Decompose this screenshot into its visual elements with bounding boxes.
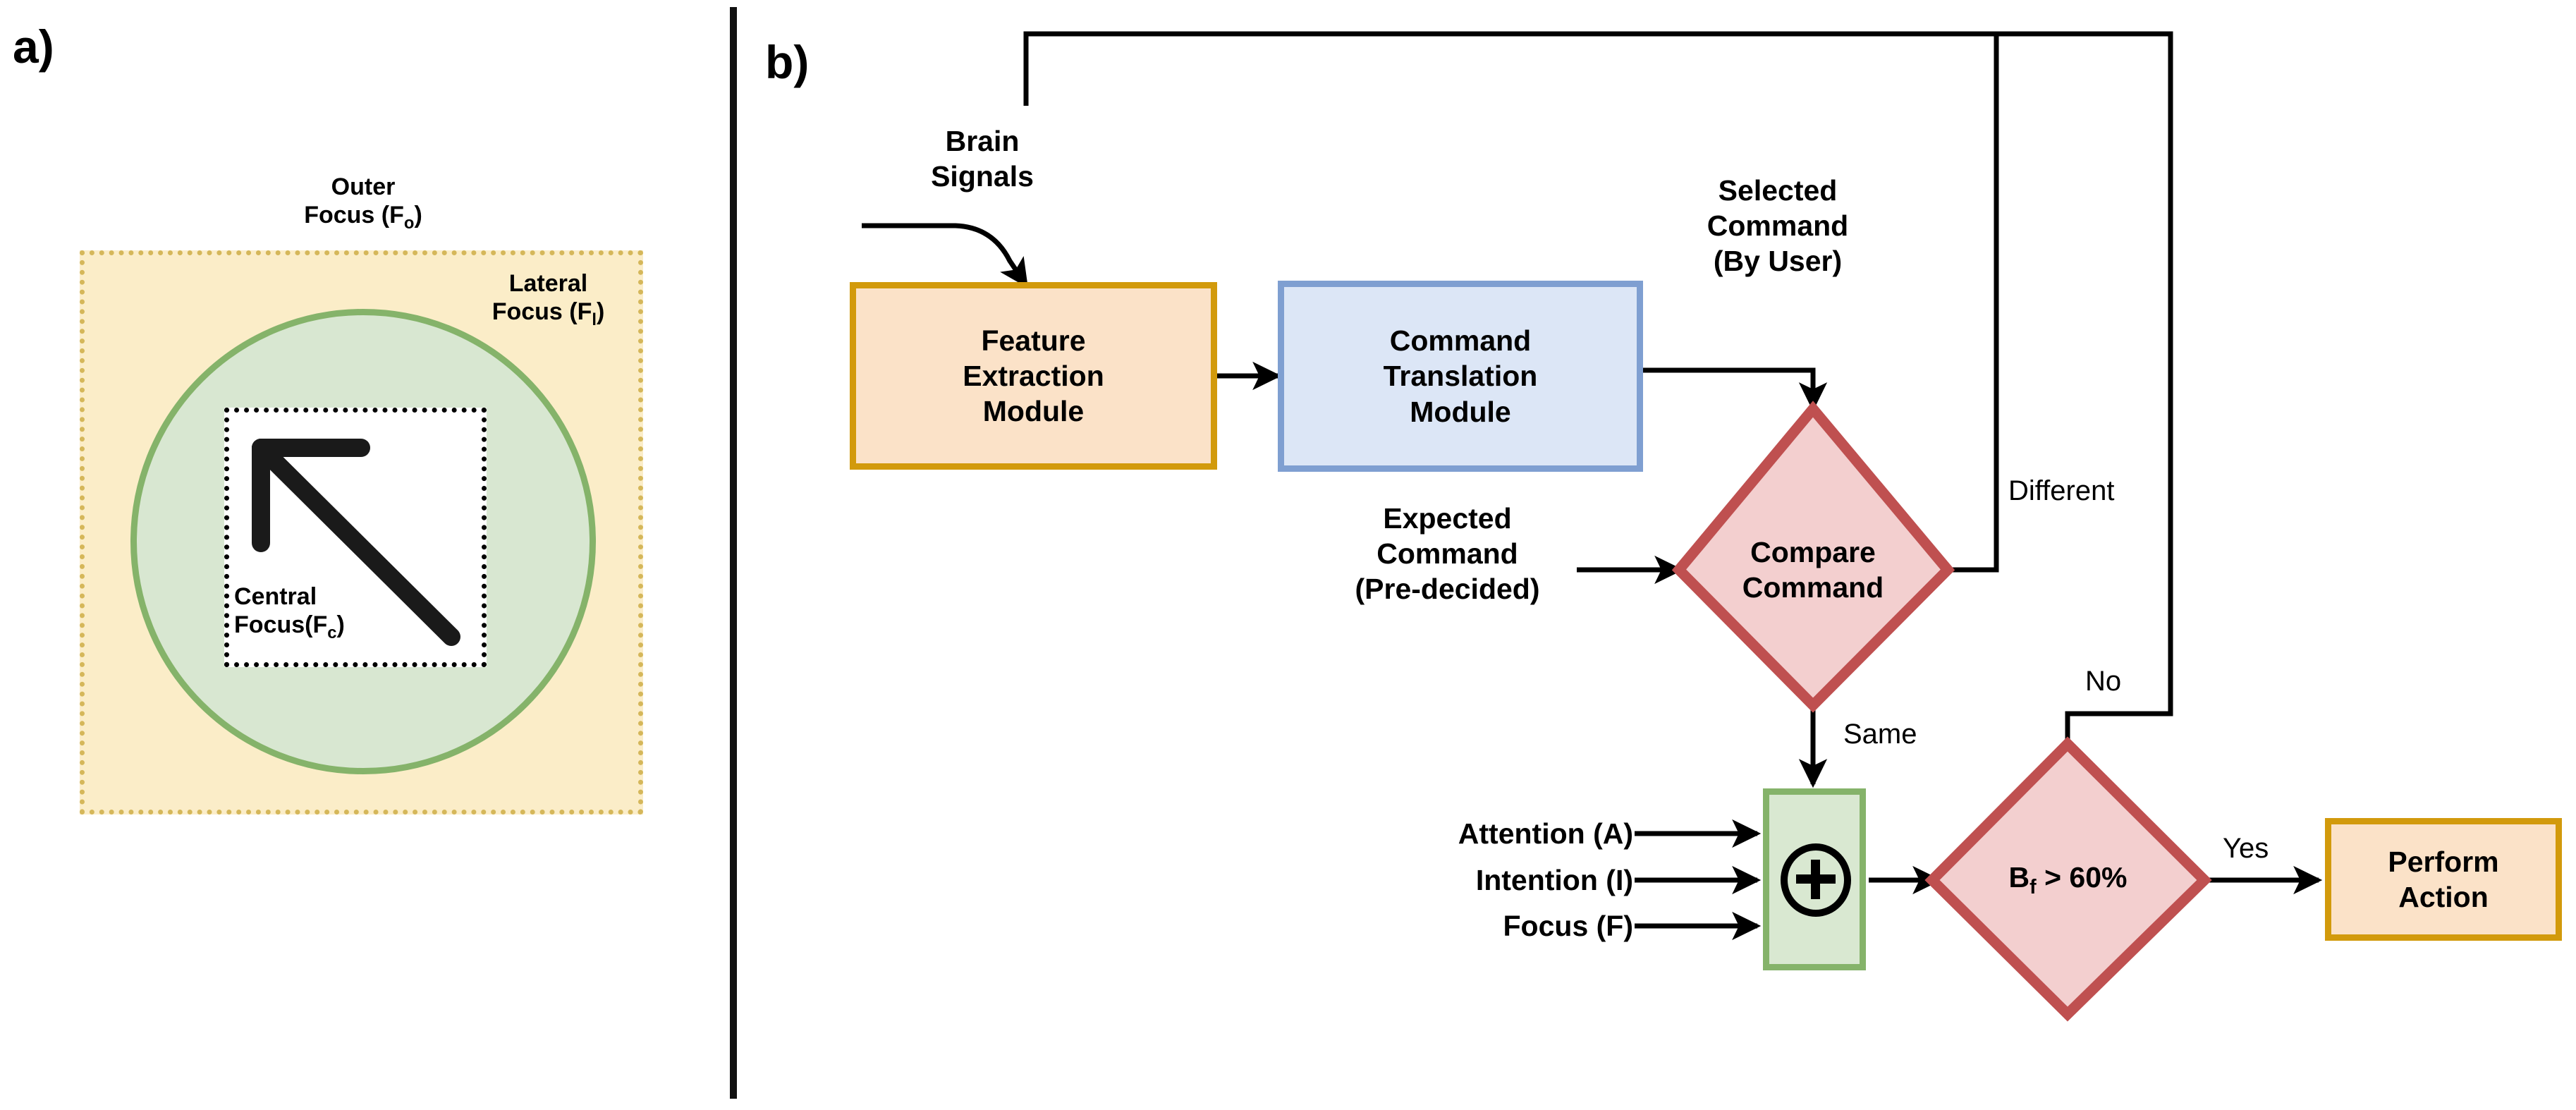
- node-feature-extraction-line1: Feature: [981, 324, 1086, 357]
- label-expected-command: Expected Command (Pre-decided): [1312, 501, 1583, 606]
- label-selected-command-line3: (By User): [1713, 245, 1843, 278]
- node-bf-threshold-symbol: B: [2008, 861, 2030, 894]
- node-command-translation-line2: Translation: [1383, 360, 1538, 393]
- panel-divider: [730, 7, 737, 1099]
- edge-label-yes: Yes: [2223, 833, 2269, 864]
- node-bf-threshold-diamond[interactable]: [1924, 736, 2212, 1022]
- label-expected-command-line2: Command: [1376, 537, 1518, 571]
- label-brain-signals-line2: Signals: [931, 160, 1034, 193]
- edge-translation-to-compare: [1643, 367, 1828, 412]
- outer-focus-label: Outer Focus (Fo): [226, 173, 501, 233]
- node-compare-command-label-wrap: Compare Command: [1679, 494, 1947, 646]
- node-command-translation-line1: Command: [1389, 324, 1532, 358]
- central-focus-subscript: c: [327, 623, 337, 642]
- node-perform-action-label: Perform Action: [2388, 844, 2498, 915]
- node-feature-extraction-line3: Module: [982, 395, 1085, 427]
- lateral-focus-subscript: l: [592, 310, 597, 329]
- plus-vertical-stroke: [1811, 860, 1820, 899]
- label-expected-command-line3: (Pre-decided): [1355, 573, 1540, 606]
- lateral-focus-paren: ): [596, 298, 605, 326]
- outer-focus-label-line2: Focus (Fo): [226, 201, 501, 233]
- node-compare-command-label: Compare Command: [1742, 535, 1884, 605]
- central-focus-label-line1: Central: [234, 583, 317, 610]
- central-focus-label: Central Focus(Fc): [234, 583, 417, 643]
- node-perform-action-line2: Action: [2398, 881, 2489, 913]
- plus-circle-icon: [1781, 843, 1851, 917]
- panel-a-letter: a): [13, 20, 54, 73]
- outer-focus-subscript: o: [403, 213, 415, 233]
- node-bf-threshold-condition: > 60%: [2036, 861, 2128, 894]
- node-feature-extraction-module[interactable]: Feature Extraction Module: [850, 282, 1217, 470]
- label-selected-command: Selected Command (By User): [1647, 173, 1908, 279]
- outer-focus-label-text: Focus (F: [304, 202, 404, 229]
- node-compare-command-line1: Compare: [1750, 535, 1876, 568]
- node-command-translation-line3: Module: [1410, 395, 1511, 428]
- outer-focus-paren: ): [414, 202, 422, 229]
- central-focus-label-text: Focus(F: [234, 611, 328, 639]
- outer-focus-label-line1: Outer: [331, 173, 396, 200]
- focus-arrow-icon: [252, 439, 460, 646]
- edge-label-no: No: [2085, 666, 2122, 697]
- label-focus-input: Focus (F): [1503, 910, 1633, 942]
- edge-label-same: Same: [1843, 719, 1917, 750]
- lateral-focus-label: Lateral Focus (Fl): [455, 269, 642, 330]
- node-command-translation-module[interactable]: Command Translation Module: [1278, 281, 1643, 472]
- lateral-focus-label-line2: Focus (Fl): [455, 298, 642, 330]
- node-feature-extraction-label: Feature Extraction Module: [963, 323, 1104, 429]
- node-bf-threshold-subscript: f: [2029, 876, 2037, 899]
- label-brain-signals-line1: Brain: [945, 125, 1020, 157]
- node-perform-action[interactable]: Perform Action: [2325, 818, 2562, 941]
- central-focus-label-line2: Focus(Fc): [234, 611, 417, 643]
- node-compare-command-diamond[interactable]: [1671, 401, 1955, 713]
- edge-label-different: Different: [2008, 475, 2115, 506]
- node-feature-extraction-line2: Extraction: [963, 359, 1104, 392]
- label-brain-signals: Brain Signals: [884, 123, 1081, 194]
- lateral-focus-label-line1: Lateral: [508, 270, 588, 297]
- label-selected-command-line1: Selected: [1718, 174, 1838, 207]
- label-selected-command-line2: Command: [1707, 209, 1849, 243]
- node-perform-action-line1: Perform: [2388, 845, 2499, 878]
- node-compare-command-line2: Command: [1742, 571, 1884, 604]
- label-attention-input: Attention (A): [1458, 817, 1633, 850]
- panel-b-letter: b): [765, 36, 810, 88]
- node-bf-threshold-label: Bf > 60%: [2009, 860, 2128, 900]
- edge-no-feedback: [1996, 31, 2173, 745]
- node-bf-threshold-label-wrap: Bf > 60%: [1946, 850, 2190, 910]
- brain-signals-arrow: [862, 223, 1028, 288]
- node-command-translation-label: Command Translation Module: [1384, 323, 1538, 429]
- label-expected-command-line1: Expected: [1383, 502, 1512, 535]
- label-intention-input: Intention (I): [1475, 864, 1633, 896]
- lateral-focus-label-text: Focus (F: [492, 298, 592, 326]
- central-focus-paren: ): [336, 611, 345, 639]
